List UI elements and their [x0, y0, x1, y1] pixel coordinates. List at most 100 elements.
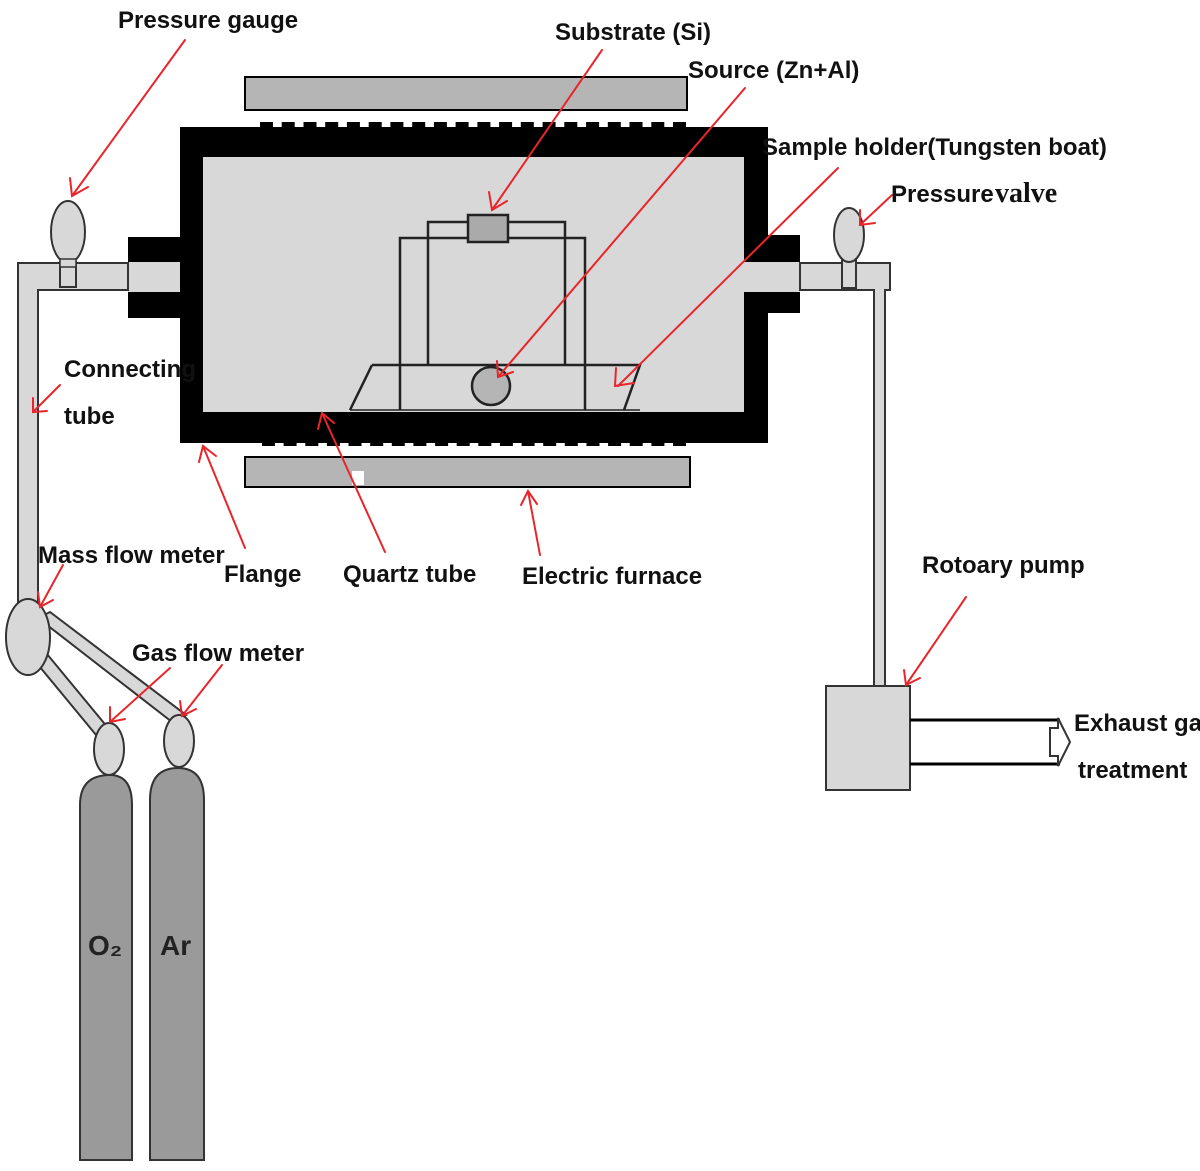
label-tube: tube — [64, 403, 115, 430]
pressure-gauge — [50, 200, 86, 264]
arrow-source — [497, 87, 746, 378]
gas-flow-meter-o2 — [93, 722, 125, 776]
cylinder-o2 — [79, 773, 133, 1161]
heater-coil-slot — [260, 122, 273, 147]
heater-coil-slot — [542, 122, 556, 147]
heater-coil-slot — [629, 122, 643, 147]
label-exhaust-line2: treatment — [1078, 757, 1187, 784]
heater-coil-slot — [368, 122, 382, 147]
arrowhead-gas-flow-meter-o2 — [109, 706, 126, 724]
right-port-core — [744, 262, 800, 292]
heater-coil-slot — [325, 122, 339, 147]
heater-coil-slot — [433, 122, 447, 147]
label-mass-flow-meter: Mass flow meter — [38, 542, 225, 569]
furnace-bottom-notch — [352, 471, 364, 485]
label-pressure: Pressure — [891, 181, 994, 208]
heater-coil-slot — [586, 122, 600, 147]
branch-tube-ar — [36, 610, 188, 724]
heater-coil-slot — [262, 420, 275, 446]
arrow-connecting-tube — [32, 384, 61, 413]
heater-coil-slot — [499, 420, 513, 446]
label-valve: valve — [995, 178, 1057, 209]
label-connecting: Connecting — [64, 356, 196, 383]
arrowhead-substrate — [488, 191, 508, 212]
heater-coil-slot — [607, 122, 621, 147]
arrowhead-source — [496, 360, 514, 379]
label-rotary-pump: Rotoary pump — [922, 552, 1085, 579]
arrow-pressure-gauge — [71, 39, 186, 197]
heater-coil-slot — [651, 420, 665, 446]
arrowhead-rotary-pump — [903, 669, 921, 687]
heater-coil-slot — [348, 420, 362, 446]
heater-coil-slot — [629, 420, 643, 446]
pointer-arrows — [32, 39, 967, 724]
left-port-core — [128, 262, 180, 292]
heater-coil-slot — [521, 420, 535, 446]
heater-coil-slot — [477, 122, 491, 147]
heater-coil-slot — [520, 122, 534, 147]
arrow-rotary-pump — [905, 596, 967, 686]
heater-coil-slot — [564, 420, 578, 446]
arrow-quartz-tube — [321, 412, 386, 553]
heater-coil-slot — [305, 420, 319, 446]
gas-flow-meter-ar — [163, 714, 195, 768]
heater-coil-slot — [499, 122, 513, 147]
arrowhead-electric-furnace — [520, 489, 538, 506]
label-quartz-tube: Quartz tube — [343, 561, 476, 588]
heater-coil-slot — [346, 122, 360, 147]
arrowhead-pressure-valve — [859, 209, 876, 227]
arrowhead-gas-flow-meter-ar — [179, 700, 197, 718]
arrowhead-quartz-tube — [317, 411, 335, 430]
heater-coil-slot — [651, 122, 665, 147]
label-electric-furnace: Electric furnace — [522, 563, 702, 590]
heater-coil-slot — [412, 122, 426, 147]
heater-coil-slot — [456, 420, 470, 446]
label-cylinder-ar: Ar — [160, 930, 191, 961]
heater-coil-slot — [673, 420, 686, 446]
pressure-valve — [833, 207, 865, 263]
label-source: Source (Zn+Al) — [688, 57, 859, 84]
label-exhaust-line1: Exhaust gas — [1074, 710, 1200, 737]
substrate-mount-outer — [398, 236, 587, 410]
heater-coil-slot — [435, 420, 449, 446]
heater-coil-slot — [455, 122, 469, 147]
heater-coil-slot — [303, 122, 317, 147]
exhaust-arrow — [1049, 717, 1072, 767]
heater-coil-slot — [391, 420, 405, 446]
label-cylinder-o2: O₂ — [88, 930, 122, 961]
arrowhead-pressure-gauge — [69, 177, 89, 198]
heater-coil-slot — [413, 420, 427, 446]
heater-coil-slot — [608, 420, 622, 446]
cylinder-ar — [149, 766, 205, 1161]
label-pressure-gauge: Pressure gauge — [118, 7, 298, 34]
heater-coil-slot — [326, 420, 340, 446]
pressure-gauge-neck — [59, 258, 77, 268]
arrowhead-mass-flow-meter — [37, 591, 54, 609]
mass-flow-meter — [5, 598, 51, 676]
connecting-tube-right — [799, 262, 891, 687]
heater-coil-slot — [370, 420, 384, 446]
arrow-substrate — [491, 49, 603, 211]
furnace-bottom-plate — [244, 456, 691, 488]
label-substrate: Substrate (Si) — [555, 19, 711, 46]
arrowhead-flange — [198, 444, 217, 463]
arrowhead-connecting-tube — [32, 397, 48, 414]
heater-coil-slot — [543, 420, 557, 446]
arrow-gas-flow-meter-ar — [181, 664, 223, 717]
heater-coil-slot — [586, 420, 600, 446]
heater-coil-slot — [283, 420, 297, 446]
heater-coil-slot — [564, 122, 578, 147]
substrate — [466, 213, 510, 244]
arrow-mass-flow-meter — [39, 564, 64, 608]
label-flange: Flange — [224, 561, 301, 588]
rotary-pump — [825, 685, 911, 791]
chamber-interior — [203, 157, 744, 412]
label-gas-flow-meter: Gas flow meter — [132, 640, 304, 667]
label-sample-holder: Sample holder(Tungsten boat) — [762, 134, 1107, 161]
arrowhead-sample-holder — [613, 367, 635, 388]
arrow-gas-flow-meter-o2 — [109, 667, 171, 723]
furnace-top-plate — [244, 76, 688, 111]
arrow-flange — [202, 445, 246, 549]
heater-coil-slot — [673, 122, 686, 147]
